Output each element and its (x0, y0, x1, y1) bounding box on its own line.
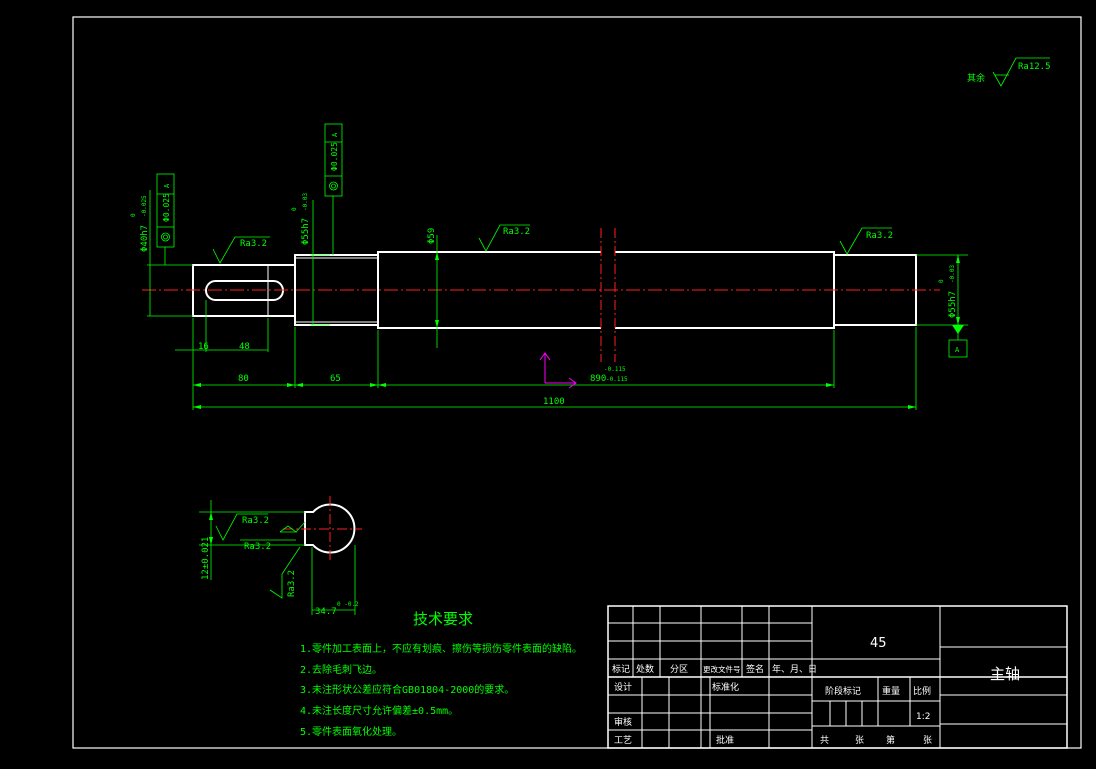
roughness-1-text: Ra3.2 (240, 239, 267, 249)
concentricity-icon (329, 181, 338, 191)
roughness-symbol-3 (839, 227, 892, 255)
dim-right-journal-upper: 0 (938, 279, 945, 283)
roughness-symbol-2 (478, 224, 530, 252)
title-block-texts: 标记 处数 分区 更改文件号 签名 年、月、日 设计 标准化 审核 工艺 批准 … (612, 663, 932, 746)
svg-text:比例: 比例 (913, 685, 931, 697)
dim-step1-length: 80 (238, 374, 249, 384)
dimension-arrows (193, 252, 964, 409)
svg-text:标记: 标记 (612, 663, 630, 675)
tol-frame2-datum: A (331, 132, 339, 137)
roughness-other-label: 其余 (967, 72, 985, 84)
dim-keyway-length: 48 (239, 342, 250, 352)
svg-text:张: 张 (923, 735, 932, 746)
roughness-2-text: Ra3.2 (503, 227, 530, 237)
section-depth-tol: 0 -0.2 (337, 601, 359, 608)
section-view (283, 496, 362, 562)
section-height-dim: 12±0.021 (201, 537, 211, 580)
note-2: 2.去除毛刺飞边。 (300, 663, 382, 676)
roughness-symbol-1 (212, 236, 270, 264)
svg-text:批准: 批准 (716, 734, 734, 746)
dim-total-length: 1100 (543, 397, 565, 407)
dim-middle-tol-upper: -0.115 (604, 366, 626, 373)
tol-frame1-datum: A (163, 183, 171, 188)
section-arrows (209, 512, 213, 545)
svg-text:张: 张 (855, 735, 864, 746)
note-5: 5.零件表面氧化处理。 (300, 725, 402, 738)
tol-frame2-value: Φ0.025 (330, 142, 339, 171)
ucs-icon (539, 352, 577, 389)
dim-middle-dia: Φ59 (427, 228, 437, 244)
svg-text:签名: 签名 (746, 663, 764, 675)
dim-left-journal-dia: Φ55h7 (301, 218, 311, 245)
dim-middle-tol: -0.115 (606, 376, 628, 383)
svg-text:工艺: 工艺 (614, 735, 632, 746)
tol-frame1-value: Φ0.025 (162, 193, 171, 222)
svg-text:更改文件号: 更改文件号 (703, 664, 741, 674)
dim-left-end-upper: 0 (130, 213, 137, 217)
section-roughness-3: Ra3.2 (287, 570, 297, 597)
note-3: 3.未注形状公差应符合GB01804-2000的要求。 (300, 683, 514, 696)
svg-text:分区: 分区 (670, 664, 688, 675)
note-1: 1.零件加工表面上，不应有划痕、擦伤等损伤零件表面的缺陷。 (300, 642, 582, 655)
roughness-other-symbol (992, 57, 1050, 87)
svg-text:第: 第 (886, 734, 895, 746)
dim-right-journal-lower: -0.03 (949, 265, 956, 283)
svg-text:重量: 重量 (882, 685, 900, 697)
concentricity-icon (161, 232, 170, 242)
dim-left-end-lower: -0.025 (141, 195, 148, 217)
datum-a-label: A (955, 346, 960, 354)
svg-text:设计: 设计 (614, 681, 632, 693)
svg-text:1:2: 1:2 (916, 712, 930, 722)
dim-middle-length: 890 (590, 374, 606, 384)
material-text: 45 (870, 636, 887, 651)
svg-text:共: 共 (820, 735, 829, 746)
dim-right-journal-dia: Φ55h7 (948, 291, 958, 318)
datum-box-a: A (948, 339, 968, 358)
tolerance-frame-2: A Φ0.025 (324, 123, 343, 197)
roughness-3-text: Ra3.2 (866, 231, 893, 241)
part-name-text: 主轴 (990, 665, 1020, 683)
tolerance-frame-1: A Φ0.025 (156, 173, 175, 248)
svg-text:处数: 处数 (636, 663, 654, 675)
svg-text:审核: 审核 (614, 716, 632, 728)
title-block (607, 605, 1068, 749)
notes-title: 技术要求 (413, 610, 473, 628)
svg-text:标准化: 标准化 (712, 681, 739, 693)
section-dimension-lines (199, 500, 356, 615)
dim-left-end-dia: Φ40h7 (140, 225, 150, 252)
section-roughness-1: Ra3.2 (242, 516, 269, 526)
outer-border (72, 16, 1082, 749)
dim-keyway-offset: 16 (198, 342, 209, 352)
dim-step2-length: 65 (330, 374, 341, 384)
shaft-detail-lines (267, 257, 378, 323)
section-depth-dim: 34.7 (315, 607, 337, 617)
svg-text:年、月、日: 年、月、日 (772, 663, 817, 675)
roughness-other-value: Ra12.5 (1018, 62, 1051, 72)
section-roughness-2: Ra3.2 (244, 542, 271, 552)
dim-left-journal-lower: -0.03 (302, 193, 309, 211)
dim-left-journal-upper: 0 (291, 207, 298, 211)
break-mark (600, 228, 616, 362)
note-4: 4.未注长度尺寸允许偏差±0.5mm。 (300, 704, 458, 717)
svg-text:阶段标记: 阶段标记 (825, 685, 861, 697)
